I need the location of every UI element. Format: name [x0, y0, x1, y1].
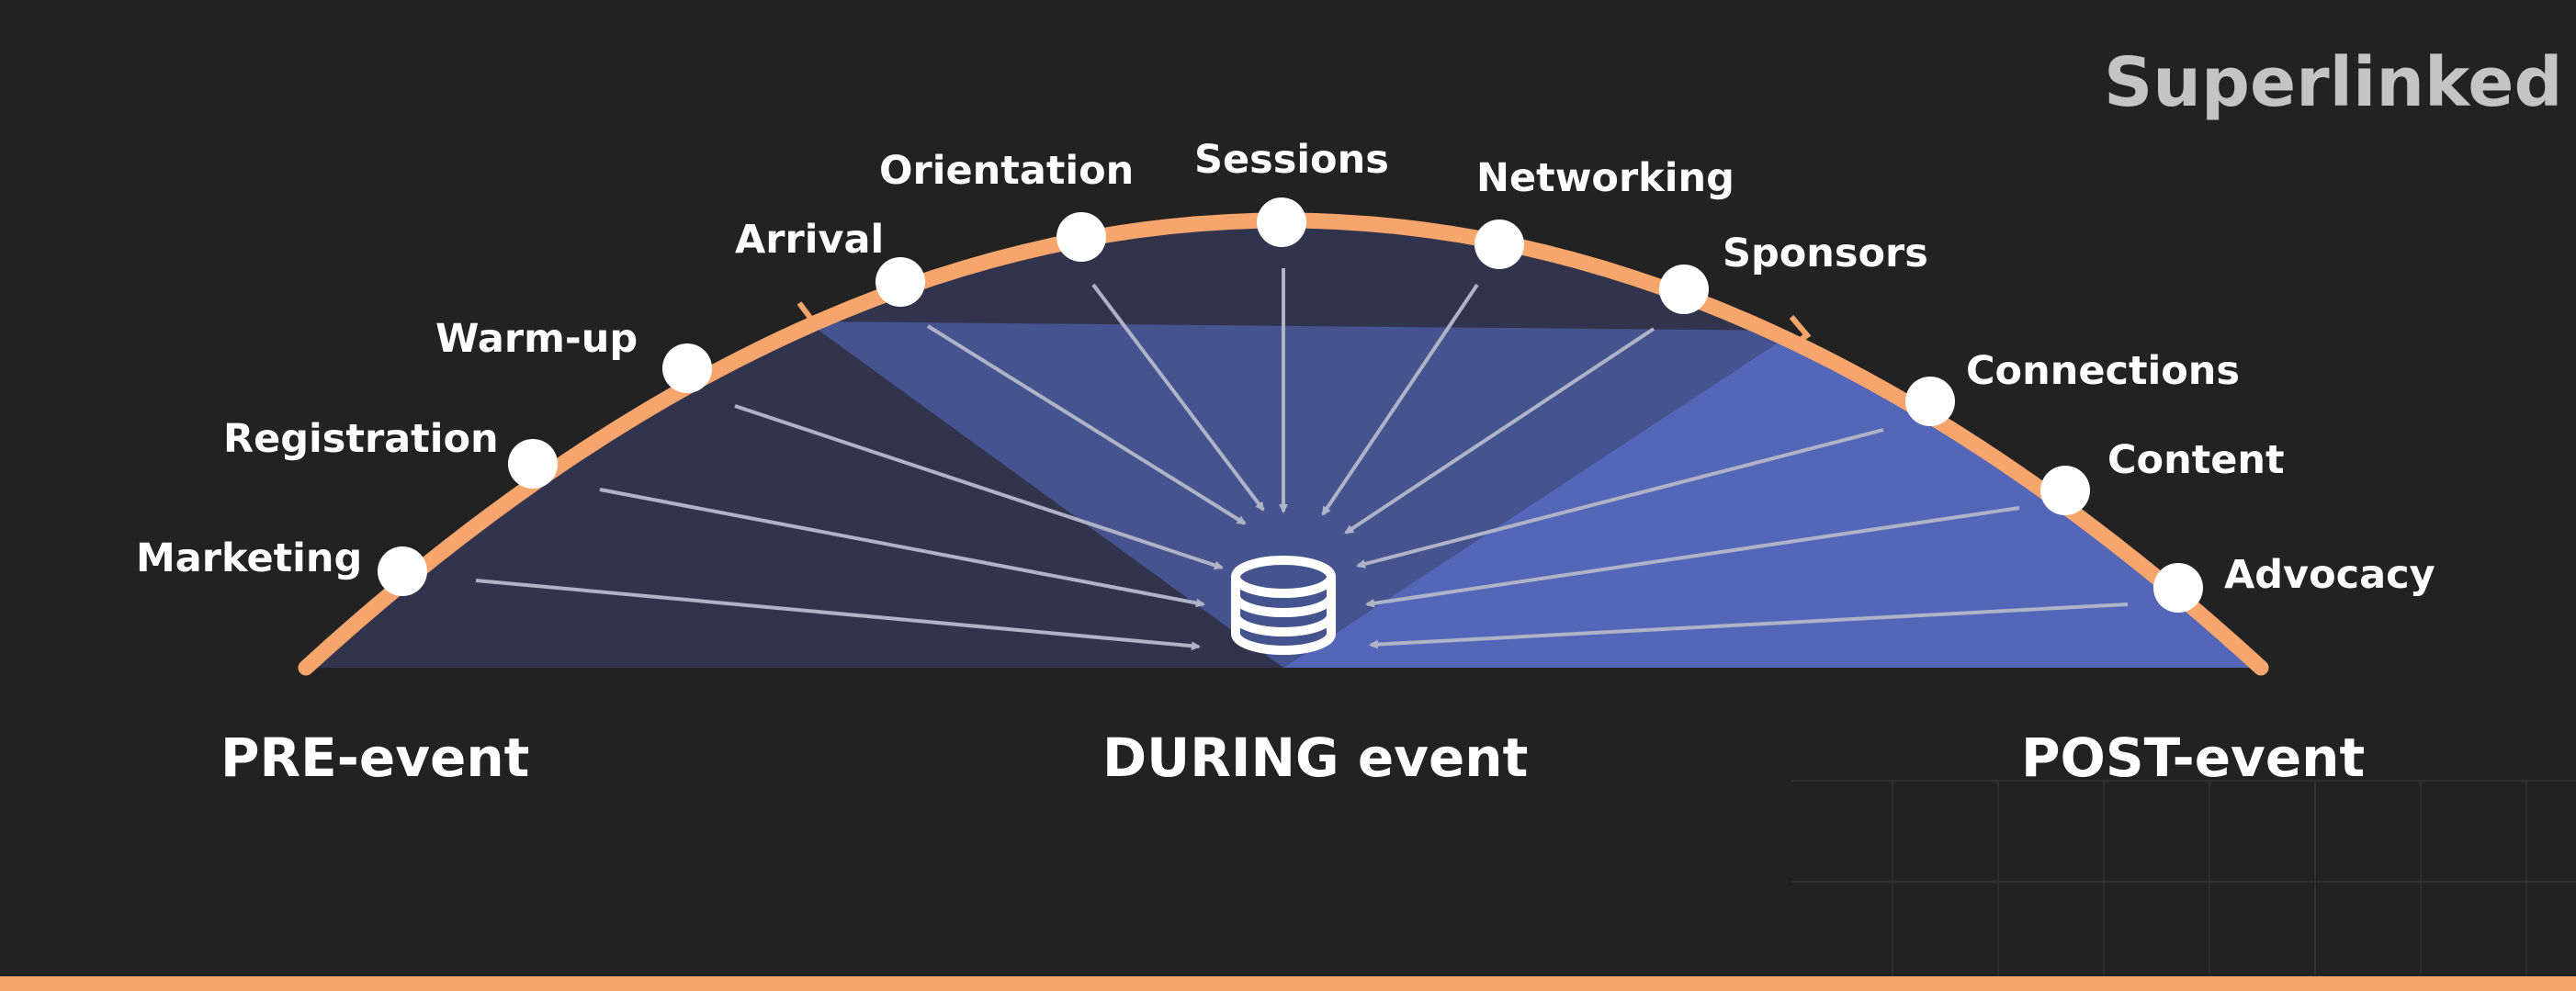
stage-node-orientation [1056, 212, 1106, 262]
stage-node-advocacy [2153, 563, 2203, 613]
database-icon [1231, 556, 1336, 655]
stage-node-registration [508, 439, 558, 489]
arrow-marketing [475, 579, 1201, 651]
arrow-arrival [926, 324, 1247, 525]
stage-label-group: Marketing Registration Warm-up Arrival Orien… [136, 137, 2435, 598]
stage-label-connections: Connections [1966, 348, 2240, 394]
phase-label-during-event: DURING event [1102, 726, 1528, 789]
stage-node-sessions [1257, 197, 1306, 247]
stage-node-sponsors [1659, 265, 1709, 314]
stage-label-networking: Networking [1476, 155, 1734, 201]
stage-label-warm-up: Warm-up [435, 316, 638, 362]
background-grid [1791, 780, 2576, 976]
stage-label-marketing: Marketing [136, 535, 362, 581]
stage-node-content [2040, 466, 2090, 515]
arrow-warm-up [734, 404, 1224, 570]
arrow-group [475, 268, 2129, 651]
phase-label-post-event: POST-event [2021, 726, 2365, 789]
arrow-orientation [1091, 283, 1265, 512]
stage-label-registration: Registration [223, 416, 499, 462]
stage-node-marketing [378, 546, 427, 596]
brand-logo: Superlinked [2104, 43, 2562, 122]
phase-label-pre-event: PRE-event [220, 726, 529, 789]
stage-label-sponsors: Sponsors [1723, 231, 1928, 276]
arrow-advocacy [1369, 602, 2129, 649]
arc-phase-tick [794, 301, 818, 338]
arrow-content [1365, 506, 2020, 608]
arrow-sponsors [1344, 327, 1655, 535]
stage-node-networking [1474, 220, 1524, 269]
stage-label-advocacy: Advocacy [2224, 552, 2435, 598]
arrow-connections [1356, 428, 1884, 569]
arrow-networking [1321, 283, 1479, 516]
stage-label-arrival: Arrival [735, 217, 884, 263]
stage-node-connections [1905, 377, 1955, 426]
stage-node-warm-up [662, 343, 712, 393]
arc-phase-tick [1788, 315, 1812, 350]
arrow-registration [599, 488, 1205, 608]
stage-label-content: Content [2107, 437, 2285, 483]
post-event-region [1283, 331, 2261, 668]
stage-node-group [378, 197, 2203, 613]
during-event-region [807, 321, 1796, 668]
bottom-accent-bar [0, 976, 2576, 991]
stage-label-orientation: Orientation [879, 148, 1134, 194]
stage-node-arrival [876, 257, 925, 307]
stage-label-sessions: Sessions [1194, 137, 1389, 183]
